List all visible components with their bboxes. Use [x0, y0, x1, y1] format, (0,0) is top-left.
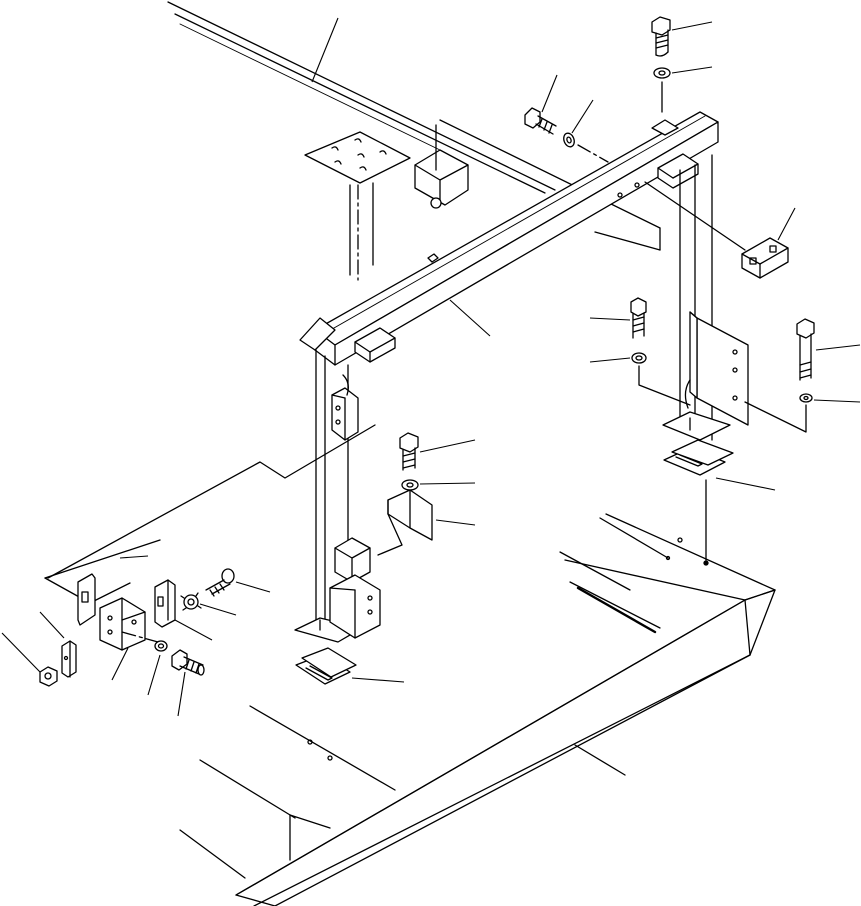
leader-front-washer — [571, 99, 594, 134]
left-shim — [295, 647, 357, 685]
leader-center-bolt — [419, 439, 476, 453]
left-gusset — [299, 317, 336, 351]
clip-small — [61, 640, 77, 678]
leader-nut — [1, 632, 41, 673]
leader-front-bolt — [541, 74, 558, 113]
leader-center-washer — [419, 482, 476, 485]
leader-right-shim — [715, 477, 776, 491]
top-washer — [653, 67, 671, 113]
leader-lines — [1, 17, 861, 717]
right-washer-1 — [631, 352, 691, 406]
frame-crossbar — [314, 111, 719, 366]
left-frame-outline — [47, 424, 376, 579]
crossbar-block-right — [657, 153, 699, 189]
center-washer — [401, 479, 419, 491]
top-bolt — [651, 16, 671, 57]
right-shim — [663, 439, 734, 566]
left-bracket-plate — [44, 539, 161, 626]
leader-angle-bracket — [111, 647, 129, 681]
leader-left-shim — [351, 677, 405, 683]
left-post-lower-bracket — [329, 537, 381, 639]
right-bolt-1 — [630, 297, 647, 339]
right-side-plate — [684, 311, 749, 426]
crossbar-bolt — [427, 253, 439, 263]
small-bolt — [205, 568, 235, 597]
upper-machine-outline — [167, 1, 661, 281]
angle-bracket — [99, 597, 159, 651]
leader-top-bolt — [671, 21, 713, 31]
post-top-cap — [651, 119, 679, 136]
leader-clip — [174, 619, 213, 641]
left-post-bracket — [331, 374, 359, 441]
mount-plate — [304, 131, 411, 184]
crossbar-block-left — [354, 327, 396, 363]
leader-clip-small — [39, 611, 65, 639]
leader-bent-bracket — [435, 519, 476, 526]
upper-bracket — [414, 124, 469, 209]
washer-small — [154, 640, 168, 652]
leader-right-washer-1 — [589, 357, 631, 363]
bent-bracket — [377, 489, 433, 556]
front-bolt — [524, 107, 557, 135]
leader-clamp — [777, 207, 796, 241]
bolt-lower — [171, 649, 205, 676]
leader-bolt-lower — [177, 671, 186, 717]
leader-plate — [119, 555, 149, 559]
clamp-block — [644, 181, 789, 279]
leader-top-left — [311, 17, 339, 83]
leader-small-bolt — [235, 581, 271, 593]
leader-top-washer — [671, 66, 713, 74]
leader-lock-washer — [199, 603, 237, 616]
leader-crossbar — [449, 299, 491, 337]
right-washer-2 — [744, 393, 813, 433]
front-washer — [563, 132, 609, 163]
center-bolt — [399, 432, 419, 471]
leader-washer-small — [147, 654, 161, 696]
leader-right-bolt-2 — [815, 344, 861, 351]
deck-outline — [179, 513, 776, 906]
nut — [39, 666, 58, 687]
clip — [154, 579, 176, 628]
leader-right-bolt-1 — [589, 317, 631, 321]
leader-right-washer-2 — [813, 399, 861, 403]
right-bolt-2 — [796, 318, 815, 381]
lock-washer — [180, 592, 202, 611]
